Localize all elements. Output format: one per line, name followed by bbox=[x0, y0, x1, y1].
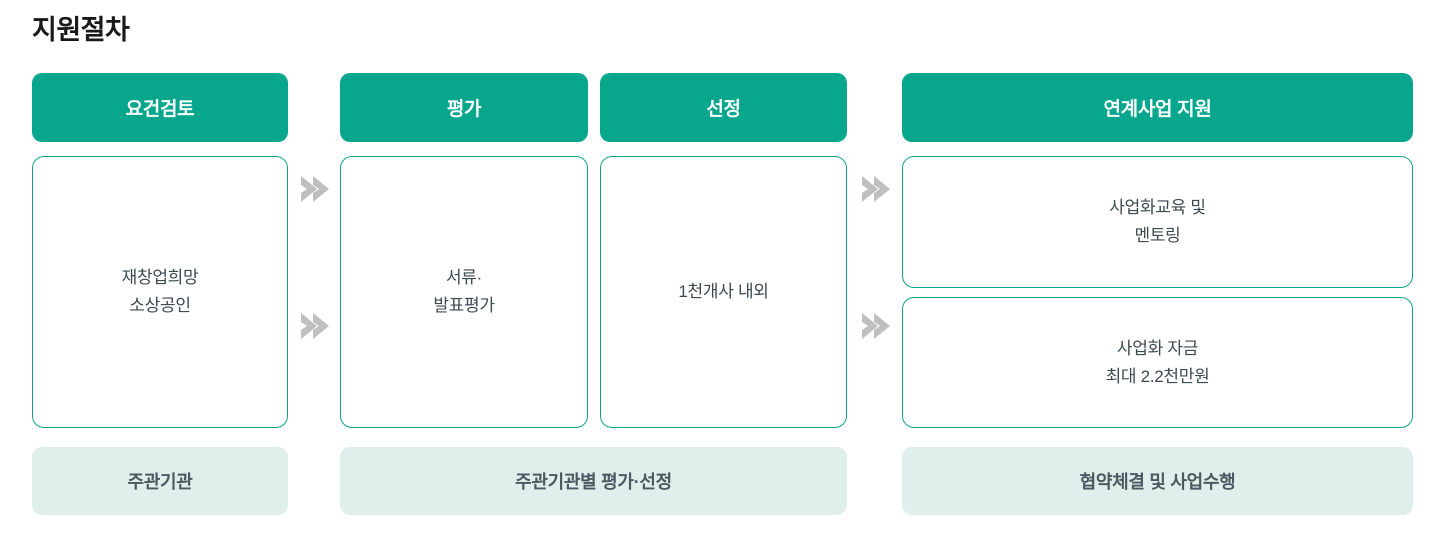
stage-body-support-education: 사업화교육 및 멘토링 bbox=[902, 156, 1413, 288]
stage-footer-evaluation-selection: 주관기관별 평가·선정 bbox=[340, 447, 847, 515]
arrow-selection-to-support-lower-icon bbox=[858, 309, 892, 343]
stage-body-selection-text: 1천개사 내외 bbox=[678, 282, 769, 302]
arrow-selection-to-support-upper-icon bbox=[858, 172, 892, 206]
stage-body-support-education-text: 사업화교육 및 멘토링 bbox=[1109, 198, 1206, 245]
stage-footer-linked-program-support: 협약체결 및 사업수행 bbox=[902, 447, 1413, 515]
stage-header-selection: 선정 bbox=[600, 73, 847, 142]
stage-footer-requirements: 주관기관 bbox=[32, 447, 288, 515]
stage-body-requirements: 재창업희망 소상공인 bbox=[32, 156, 288, 428]
stage-header-evaluation-label: 평가 bbox=[446, 99, 482, 120]
stage-body-evaluation: 서류· 발표평가 bbox=[340, 156, 588, 428]
stage-body-support-funding: 사업화 자금 최대 2.2천만원 bbox=[902, 297, 1413, 428]
stage-footer-evaluation-selection-label: 주관기관별 평가·선정 bbox=[515, 472, 672, 492]
stage-header-linked-program-support-label: 연계사업 지원 bbox=[1103, 99, 1212, 120]
page-title: 지원절차 bbox=[32, 15, 130, 45]
stage-header-selection-label: 선정 bbox=[706, 99, 741, 120]
stage-body-evaluation-text: 서류· 발표평가 bbox=[433, 268, 495, 315]
arrow-requirements-to-evaluation-upper-icon bbox=[297, 172, 331, 206]
stage-header-requirements: 요건검토 bbox=[32, 73, 288, 142]
stage-header-requirements-label: 요건검토 bbox=[125, 99, 195, 120]
stage-header-evaluation: 평가 bbox=[340, 73, 588, 142]
arrow-requirements-to-evaluation-lower-icon bbox=[297, 309, 331, 343]
stage-footer-linked-program-support-label: 협약체결 및 사업수행 bbox=[1079, 472, 1236, 492]
stage-footer-requirements-label: 주관기관 bbox=[127, 472, 193, 492]
stage-body-support-funding-text: 사업화 자금 최대 2.2천만원 bbox=[1105, 338, 1210, 386]
stage-header-linked-program-support: 연계사업 지원 bbox=[902, 73, 1413, 142]
stage-body-requirements-text: 재창업희망 소상공인 bbox=[121, 268, 199, 315]
stage-body-selection: 1천개사 내외 bbox=[600, 156, 847, 428]
